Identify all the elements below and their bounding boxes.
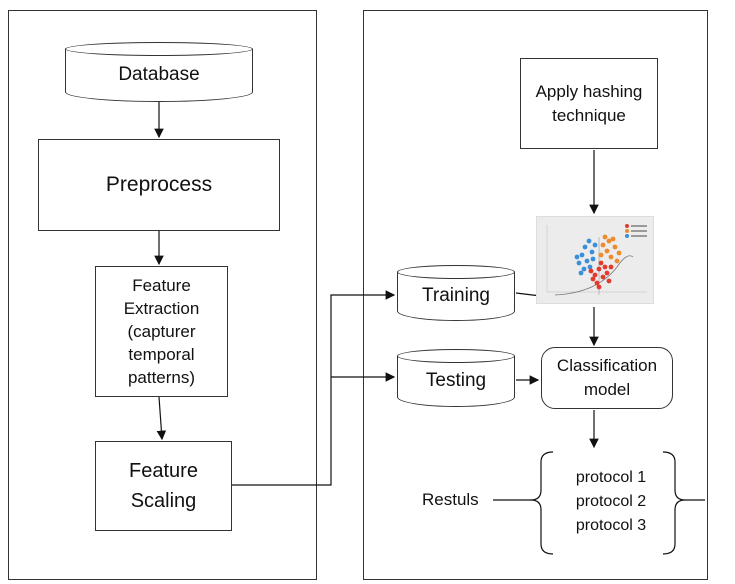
scatter-dot bbox=[582, 244, 588, 250]
scatter-dot bbox=[606, 278, 612, 284]
feature-extraction-line-2: Extraction bbox=[123, 299, 200, 318]
classification-line-1: Classification bbox=[556, 356, 658, 375]
hashing-line-1: Apply hashing bbox=[535, 81, 643, 101]
scatter-dot bbox=[592, 272, 598, 278]
testing-label: Testing bbox=[425, 370, 487, 391]
scatter-dot bbox=[589, 249, 595, 255]
preprocess-node: Preprocess bbox=[38, 139, 280, 231]
feature-extraction-node: Feature Extraction (capturer temporal pa… bbox=[95, 266, 228, 397]
testing-node: Testing bbox=[397, 349, 515, 407]
classification-model-node: Classification model bbox=[541, 347, 673, 409]
classification-line-2: model bbox=[583, 380, 631, 399]
feature-scaling-line-1: Feature bbox=[129, 460, 198, 482]
scatter-dot bbox=[578, 270, 584, 276]
scatter-dot bbox=[587, 264, 593, 270]
preprocess-label: Preprocess bbox=[105, 173, 213, 196]
feature-extraction-line-5: patterns) bbox=[127, 368, 196, 387]
chart-legend bbox=[625, 224, 647, 238]
scatter-dot bbox=[590, 256, 596, 262]
scatter-dot bbox=[581, 266, 587, 272]
feature-scaling-node: Feature Scaling bbox=[95, 441, 232, 531]
feature-extraction-line-3: (capturer bbox=[127, 322, 196, 341]
training-node: Training bbox=[397, 265, 515, 321]
scatter-dot bbox=[579, 252, 585, 258]
scatter-dot bbox=[604, 248, 610, 254]
scatter-dot bbox=[588, 268, 594, 274]
scatter-dot bbox=[576, 260, 582, 266]
protocol-item: protocol 3 bbox=[575, 517, 647, 534]
feature-extraction-line-4: temporal bbox=[128, 345, 195, 364]
scatter-dot bbox=[574, 254, 580, 260]
scatter-dot bbox=[586, 238, 592, 244]
database-label: Database bbox=[118, 64, 200, 85]
feature-extraction-line-1: Feature bbox=[132, 276, 191, 295]
scatter-dot bbox=[596, 266, 602, 272]
protocol-list: protocol 1 protocol 2 protocol 3 bbox=[556, 466, 666, 538]
scatter-dot bbox=[602, 234, 608, 240]
training-label: Training bbox=[422, 285, 490, 306]
protocol-item: protocol 2 bbox=[575, 493, 647, 510]
scatter-dot bbox=[602, 264, 608, 270]
scatter-plot-thumbnail bbox=[536, 216, 654, 304]
scatter-dot bbox=[596, 284, 602, 290]
protocol-item: protocol 1 bbox=[575, 469, 647, 486]
scatter-dot bbox=[612, 244, 618, 250]
scatter-dot bbox=[616, 250, 622, 256]
scatter-dot bbox=[598, 260, 604, 266]
scatter-dot bbox=[592, 242, 598, 248]
scatter-dot bbox=[600, 274, 606, 280]
feature-scaling-line-2: Scaling bbox=[130, 490, 197, 512]
scatter-dot bbox=[606, 238, 612, 244]
scatter-dot bbox=[590, 276, 596, 282]
hashing-line-2: technique bbox=[552, 105, 626, 125]
database-node: Database bbox=[65, 42, 253, 102]
scatter-dot bbox=[604, 270, 610, 276]
scatter-dot bbox=[608, 254, 614, 260]
scatter-plot-graphic bbox=[537, 217, 653, 303]
scatter-dot bbox=[584, 258, 590, 264]
scatter-dot bbox=[614, 258, 620, 264]
results-label: Restuls bbox=[422, 490, 479, 509]
scatter-dot bbox=[600, 242, 606, 248]
scatter-dot bbox=[610, 236, 616, 242]
hashing-node: Apply hashing technique bbox=[520, 58, 658, 149]
scatter-dot bbox=[608, 264, 614, 270]
scatter-dot bbox=[594, 280, 600, 286]
scatter-dot bbox=[598, 252, 604, 258]
